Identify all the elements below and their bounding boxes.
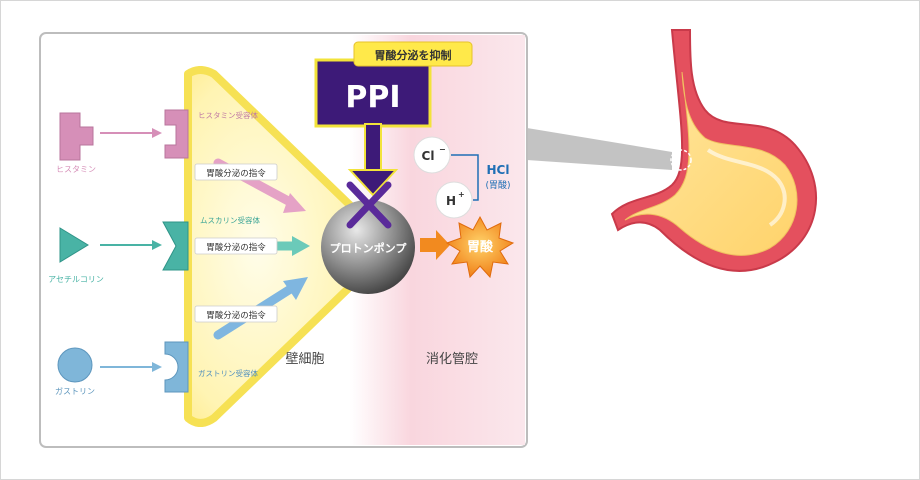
ppi-label: PPI [345, 80, 400, 115]
histamine-receptor-shape [164, 109, 189, 159]
ppi-box [314, 58, 432, 128]
stomach-lining [624, 71, 798, 256]
acid-arrow [420, 230, 450, 260]
gastrin-label: ガストリン [55, 386, 95, 396]
histamine-shape [59, 112, 94, 161]
inhibit-label: 胃酸分泌を抑制 [375, 48, 452, 62]
hcl-sub-label: (胃酸) [485, 180, 510, 191]
cl-ion-label: Cl [422, 149, 435, 163]
block-x-mark [346, 181, 392, 229]
acetylcholine-shape [59, 227, 89, 263]
muscarine-receptor-label: ムスカリン受容体 [200, 215, 260, 225]
proton-pump: プロトンポンプ [321, 181, 415, 294]
hcl-bracket [451, 154, 479, 201]
command-label-1: 胃酸分泌の指令 [206, 168, 266, 179]
h-ion-label: H [446, 194, 456, 208]
h-ion [435, 181, 473, 219]
gastrin-shape [57, 347, 93, 383]
acid-output: 胃酸 [420, 215, 515, 279]
proton-pump-ball [321, 200, 415, 294]
cl-ion [413, 136, 451, 174]
gastrin-receptor-label: ガストリン受容体 [198, 368, 258, 378]
zoom-target-circle [670, 149, 692, 171]
cl-ion-charge: − [439, 145, 446, 154]
proton-pump-label: プロトンポンプ [330, 241, 408, 255]
ions: Cl − H + HCl (胃酸) [413, 136, 511, 219]
command-label-2: 胃酸分泌の指令 [206, 242, 266, 253]
inhibit-badge [353, 41, 473, 67]
ppi-arrow-head [347, 169, 399, 197]
zoom-callout [527, 128, 672, 170]
histamine-row: ヒスタミン ヒスタミン受容体 [56, 109, 306, 213]
histamine-receptor-label: ヒスタミン受容体 [198, 110, 258, 120]
stomach-highlight [706, 148, 787, 227]
histamine-label: ヒスタミン [56, 165, 96, 174]
ppi-arrow-shaft [364, 123, 382, 177]
h-ion-charge: + [458, 190, 465, 199]
acetylcholine-label: アセチルコリン [48, 275, 104, 284]
acid-label: 胃酸 [467, 239, 494, 255]
command-label-3: 胃酸分泌の指令 [206, 310, 266, 321]
parietal-cell-label: 壁細胞 [285, 352, 324, 367]
lumen-label: 消化管腔 [426, 352, 478, 367]
command-labels: 胃酸分泌の指令 胃酸分泌の指令 胃酸分泌の指令 [194, 163, 278, 323]
hcl-label: HCl [487, 163, 510, 177]
muscarine-receptor-shape [162, 221, 189, 271]
stomach-illustration [610, 29, 817, 272]
ppi-group: PPI 胃酸分泌を抑制 [314, 41, 473, 197]
acid-burst [445, 215, 515, 279]
gastrin-receptor-shape [164, 341, 189, 393]
